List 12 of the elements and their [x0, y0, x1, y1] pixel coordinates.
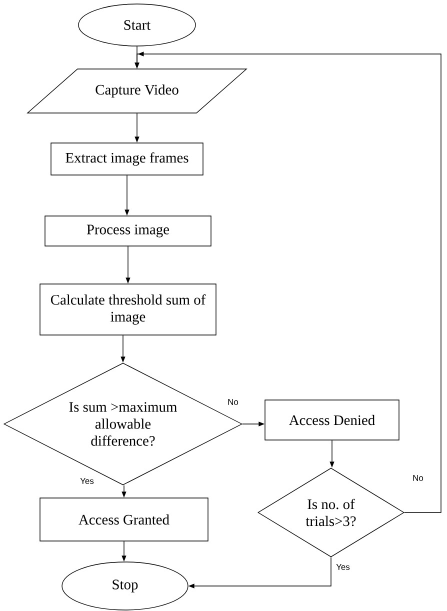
arrow	[134, 52, 442, 513]
process-box: Access Granted	[40, 498, 208, 542]
edge-label: No	[412, 474, 424, 482]
process-box: Process image	[44, 216, 212, 246]
terminal-oval: Start	[78, 4, 196, 46]
process-box: Calculate threshold sum of image	[40, 284, 216, 336]
edge-label: Yes	[79, 477, 95, 485]
edge-label: No	[226, 398, 240, 406]
process-box: Extract image frames	[50, 142, 204, 176]
process-box: Access Denied	[264, 400, 400, 440]
terminal-oval: Stop	[62, 562, 188, 610]
edge-label: Yes	[335, 563, 351, 571]
